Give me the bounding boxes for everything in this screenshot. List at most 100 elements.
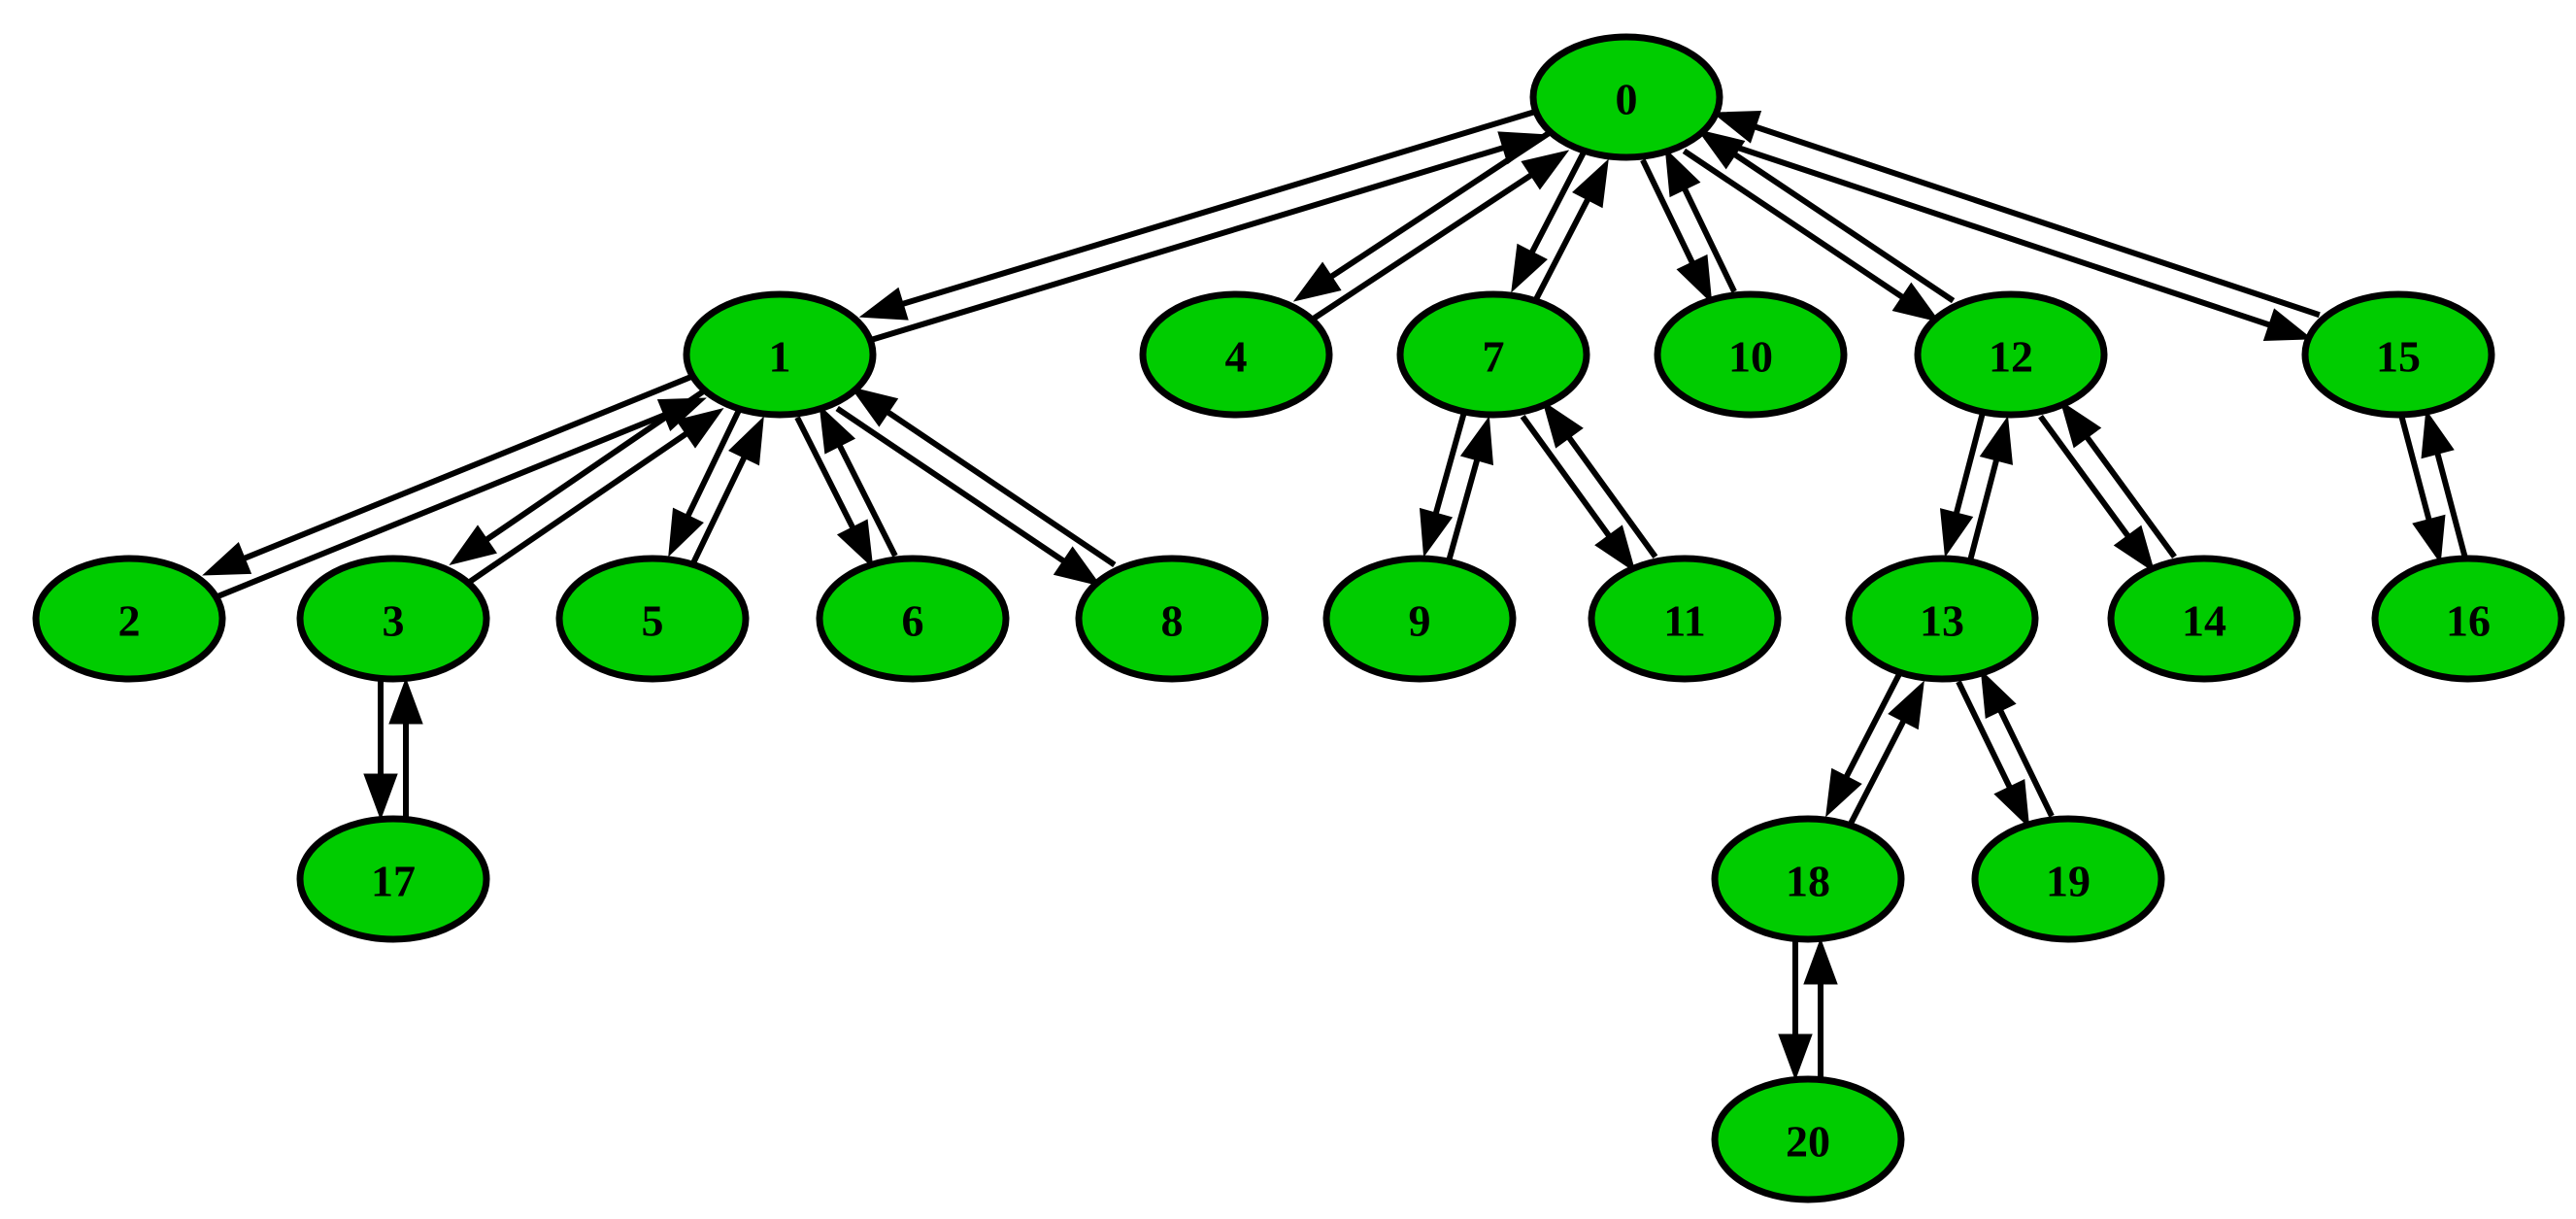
arrowhead-icon [449, 525, 497, 566]
graph-node-4[interactable]: 4 [1139, 290, 1333, 419]
node-ellipse[interactable] [1654, 290, 1848, 419]
node-label: 3 [383, 596, 405, 646]
graph-edge[interactable] [1825, 668, 1924, 830]
graph-edge[interactable] [835, 387, 1117, 587]
graph-edge[interactable] [1292, 126, 1570, 325]
edge-shaft [688, 456, 747, 568]
graph-node-3[interactable]: 3 [296, 555, 490, 683]
graph-edge[interactable] [1511, 147, 1609, 305]
node-ellipse[interactable] [1529, 33, 1723, 161]
node-label: 7 [1483, 332, 1505, 382]
graph-node-2[interactable]: 2 [32, 555, 226, 683]
graph-node-8[interactable]: 8 [1075, 555, 1269, 683]
node-label: 10 [1728, 332, 1773, 382]
edge-shaft [1520, 415, 1612, 537]
node-ellipse[interactable] [555, 555, 750, 683]
graph-edge[interactable] [1682, 129, 1956, 322]
graph-edge[interactable] [1520, 400, 1658, 573]
node-ellipse[interactable] [296, 815, 490, 943]
graph-node-1[interactable]: 1 [683, 290, 877, 419]
edge-shaft [887, 410, 1117, 567]
node-ellipse[interactable] [1322, 555, 1517, 683]
graph-node-16[interactable]: 16 [2371, 555, 2565, 683]
node-label: 9 [1409, 596, 1431, 646]
graph-edge[interactable] [1640, 148, 1737, 304]
graph-node-5[interactable]: 5 [555, 555, 750, 683]
graph-node-20[interactable]: 20 [1711, 1075, 1905, 1203]
node-ellipse[interactable] [32, 555, 226, 683]
arrowhead-icon [1778, 1033, 1813, 1081]
node-ellipse[interactable] [816, 555, 1010, 683]
graph-node-6[interactable]: 6 [816, 555, 1010, 683]
node-ellipse[interactable] [1711, 1075, 1905, 1203]
graph-node-14[interactable]: 14 [2107, 555, 2301, 683]
node-ellipse[interactable] [1396, 290, 1590, 419]
graph-node-0[interactable]: 0 [1529, 33, 1723, 161]
edge-shaft [1844, 668, 1904, 778]
arrowhead-icon [1664, 148, 1701, 198]
graph-node-19[interactable]: 19 [1971, 815, 2165, 943]
node-ellipse[interactable] [296, 555, 490, 683]
arrowhead-icon [2113, 525, 2156, 573]
arrowhead-icon [819, 404, 856, 455]
node-ellipse[interactable] [1075, 555, 1269, 683]
graph-node-11[interactable]: 11 [1588, 555, 1782, 683]
graph-edge[interactable] [1704, 110, 2321, 342]
edge-shaft [462, 431, 688, 589]
arrowhead-icon [676, 407, 724, 449]
arrowhead-icon [1572, 158, 1609, 209]
edge-shaft [1306, 172, 1533, 325]
node-ellipse[interactable] [2371, 555, 2565, 683]
graph-edge[interactable] [2398, 409, 2468, 564]
arrowhead-icon [2059, 400, 2102, 449]
graph-node-12[interactable]: 12 [1914, 290, 2108, 419]
node-label: 1 [769, 332, 791, 382]
arrowhead-icon [1419, 507, 1454, 558]
node-ellipse[interactable] [1139, 290, 1333, 419]
graph-edge[interactable] [794, 404, 898, 569]
arrowhead-icon [2412, 514, 2446, 564]
graph-edge[interactable] [2038, 400, 2177, 573]
graph-node-9[interactable]: 9 [1322, 555, 1517, 683]
node-ellipse[interactable] [1845, 555, 2039, 683]
node-ellipse[interactable] [1914, 290, 2108, 419]
graph-edge[interactable] [1956, 669, 2055, 829]
node-label: 14 [2182, 596, 2226, 646]
graph-node-17[interactable]: 17 [296, 815, 490, 943]
node-ellipse[interactable] [2301, 290, 2495, 419]
node-label: 18 [1786, 857, 1830, 906]
graph-edge[interactable] [363, 677, 423, 821]
graph-node-18[interactable]: 18 [1711, 815, 1905, 943]
node-ellipse[interactable] [1971, 815, 2165, 943]
arrowhead-icon [668, 507, 704, 558]
graph-node-15[interactable]: 15 [2301, 290, 2495, 419]
node-label: 8 [1161, 596, 1184, 646]
node-ellipse[interactable] [1588, 555, 1782, 683]
graph-edge[interactable] [449, 385, 724, 589]
arrowhead-icon [1979, 416, 2014, 465]
arrowhead-icon [1803, 937, 1838, 985]
node-ellipse[interactable] [683, 290, 877, 419]
edge-shaft [837, 444, 898, 558]
node-label: 20 [1786, 1117, 1830, 1167]
node-ellipse[interactable] [1711, 815, 1905, 943]
graph-edge[interactable] [1419, 409, 1494, 564]
edge-shaft [1704, 133, 2270, 328]
edge-shaft [686, 405, 744, 518]
edge-layer [202, 108, 2468, 1081]
node-ellipse[interactable] [2107, 555, 2301, 683]
arrowhead-icon [1993, 778, 2030, 829]
arrowhead-icon [1825, 767, 1862, 818]
edge-shaft [902, 108, 1540, 307]
graph-edge[interactable] [668, 405, 764, 568]
arrowhead-icon [858, 287, 909, 321]
graph-edge[interactable] [1778, 937, 1838, 1081]
edge-shaft [485, 385, 711, 542]
graph-node-10[interactable]: 10 [1654, 290, 1848, 419]
node-label: 12 [1989, 332, 2033, 382]
graph-edge[interactable] [1939, 410, 2014, 563]
graph-node-7[interactable]: 7 [1396, 290, 1590, 419]
graph-node-13[interactable]: 13 [1845, 555, 2039, 683]
